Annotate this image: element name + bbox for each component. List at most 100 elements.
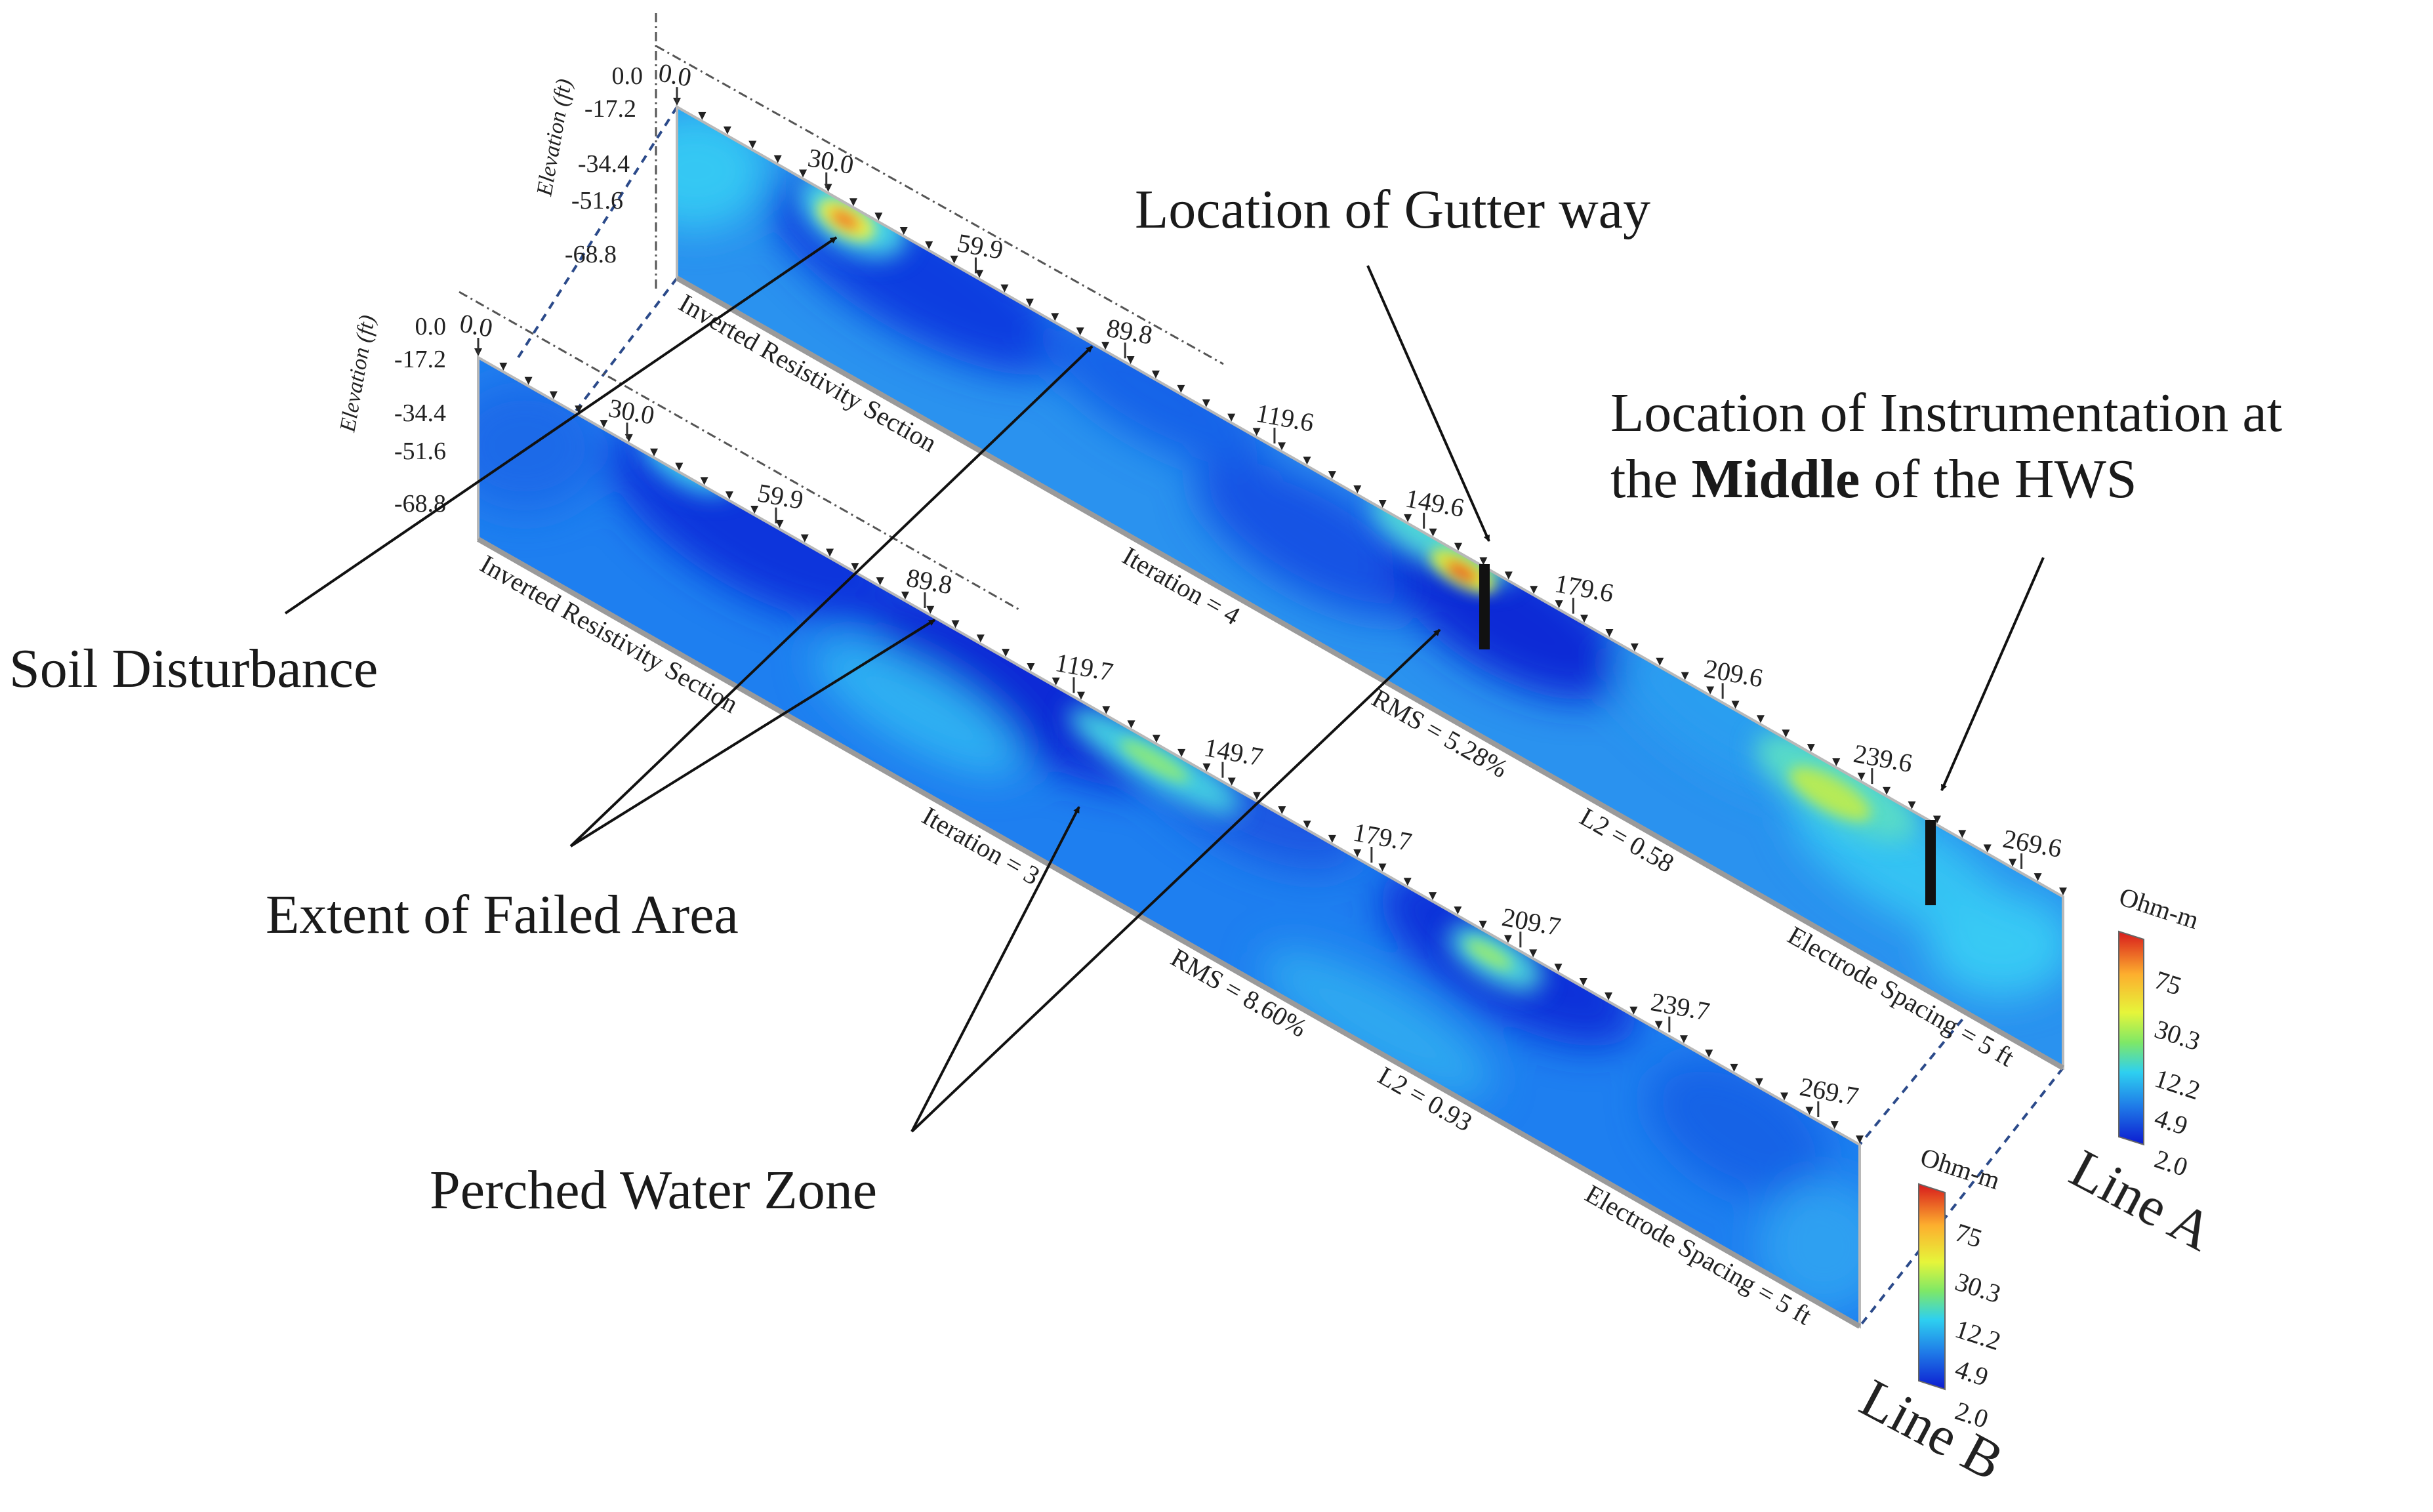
line-a-electrode (1731, 701, 1740, 709)
line-a-electrode (1580, 615, 1589, 623)
line-b-electrode (876, 577, 884, 586)
line-b-electrode (499, 362, 508, 371)
line-b-electrode (1679, 1035, 1688, 1044)
line-a-distance-label: 30.0 (806, 142, 856, 180)
line-a-electrode (1278, 442, 1286, 451)
line-a-electrode (1504, 571, 1513, 580)
line-b-electrode (1805, 1107, 1814, 1115)
line-b-electrode (1227, 777, 1236, 786)
line-a-electrode (1782, 729, 1790, 738)
line-b-electrode (1253, 792, 1261, 800)
line-a-distance-label: 89.8 (1105, 313, 1155, 350)
line-a-electrode (1126, 356, 1135, 365)
line-b-electrode (1127, 720, 1135, 729)
line-a-electrode (698, 112, 706, 120)
line-b-electrode (1454, 906, 1462, 914)
line-a-electrode (1681, 672, 1689, 680)
svg-text:0.0: 0.0 (415, 313, 447, 340)
line-b-electrode (951, 620, 960, 628)
line-b-electrode (1755, 1078, 1763, 1086)
line-a-electrode (723, 126, 731, 134)
failed-arrow-1 (569, 345, 1094, 848)
line-b-electrode (1052, 677, 1060, 685)
line-a-electrode (1530, 586, 1538, 594)
gutter-arrow (1366, 265, 1490, 542)
svg-text:12.2: 12.2 (1952, 1314, 2004, 1356)
line-b-label: Line B (1850, 1368, 2013, 1493)
line-b-electrode (901, 591, 909, 600)
line-b-electrode (1076, 691, 1085, 700)
line-b-electrode (1102, 706, 1111, 714)
line-a-electrode (1605, 628, 1614, 637)
line-b-electrode (800, 534, 809, 542)
line-b-electrode (926, 605, 935, 614)
line-b-distance-label: 149.7 (1202, 732, 1265, 771)
line-a-electrode (1479, 557, 1488, 565)
line-a-electrode (1025, 298, 1034, 307)
line-b-electrode (1353, 849, 1362, 857)
line-a-electrode (849, 198, 857, 207)
line-a-electrode (2059, 888, 2067, 895)
svg-text:12.2: 12.2 (2151, 1063, 2203, 1105)
instrumentation-marker (1925, 820, 1936, 905)
line-b-distance-label: 0.0 (457, 308, 495, 343)
line-b-electrode (575, 405, 583, 414)
svg-text:-51.6: -51.6 (394, 438, 446, 465)
line-a-electrode (1454, 542, 1462, 551)
line-b-electrode (775, 520, 784, 528)
line-a-electrode (1378, 499, 1387, 508)
line-a-elevation-axis: 0.0 -17.2 -34.4 -51.6 -68.8 Elevation (f… (532, 62, 643, 268)
line-b-electrode (1378, 863, 1387, 872)
line-b-electrode (976, 634, 985, 643)
line-a-label: Line A (2060, 1138, 2223, 1263)
line-a-electrode (1555, 600, 1563, 609)
perched-water-callout: Perched Water Zone (430, 1160, 878, 1221)
perched-arrow-1 (910, 806, 1080, 1132)
line-a-electrode (1958, 830, 1967, 838)
line-a-electrode (1630, 643, 1639, 651)
line-b-electrode (1654, 1021, 1663, 1029)
failed-area-callout: Extent of Failed Area (266, 884, 739, 945)
line-b-electrode (1856, 1135, 1864, 1143)
svg-text:Ohm-m: Ohm-m (2116, 882, 2202, 935)
line-a-electrode (1000, 284, 1009, 293)
svg-text:Elevation (ft): Elevation (ft) (335, 313, 380, 434)
gutter-way-callout: Location of Gutter way (1135, 179, 1651, 240)
line-a-colorbar: Ohm-m 75 30.3 12.2 4.9 2.0 (2116, 882, 2203, 1182)
line-a-electrode (1932, 815, 1941, 824)
line-b-electrode (750, 506, 759, 514)
line-a-electrode (975, 270, 984, 278)
line-b-electrode (1278, 806, 1286, 815)
line-b-electrode (1529, 949, 1538, 958)
line-a-electrode (1177, 384, 1185, 393)
line-a-electrode (1706, 686, 1715, 695)
svg-text:75: 75 (2151, 965, 2185, 1001)
line-b-electrode (1554, 964, 1563, 972)
line-a-distance-label: 59.9 (955, 228, 1006, 265)
line-b-distance-label: 269.7 (1797, 1072, 1861, 1111)
line-b-electrode (650, 448, 659, 457)
instrumentation-callout: Location of Instrumentation at the Middl… (1610, 382, 2283, 510)
svg-text:-34.4: -34.4 (578, 150, 630, 178)
line-a-electrode (1227, 413, 1236, 422)
line-b-electrode (1705, 1050, 1713, 1058)
svg-text:75: 75 (1952, 1217, 1986, 1254)
svg-text:-34.4: -34.4 (394, 399, 446, 427)
line-a-electrode (2009, 859, 2017, 867)
line-a-distance-label: 119.6 (1254, 398, 1316, 438)
line-a-electrode (1857, 772, 1866, 781)
line-a-electrode (748, 140, 757, 149)
line-b-electrode (725, 491, 733, 500)
line-a-electrode (1202, 399, 1210, 407)
line-b-electrode (1202, 763, 1211, 771)
line-a-electrode (799, 169, 808, 178)
line-b-distance-label: 30.0 (606, 393, 657, 430)
line-a-electrode (874, 213, 883, 221)
line-a-electrode (1101, 342, 1110, 350)
line-a-electrode (1983, 844, 1992, 853)
svg-text:0.0: 0.0 (612, 62, 644, 90)
line-b-electrode (1730, 1063, 1738, 1072)
svg-text:-17.2: -17.2 (394, 346, 446, 373)
